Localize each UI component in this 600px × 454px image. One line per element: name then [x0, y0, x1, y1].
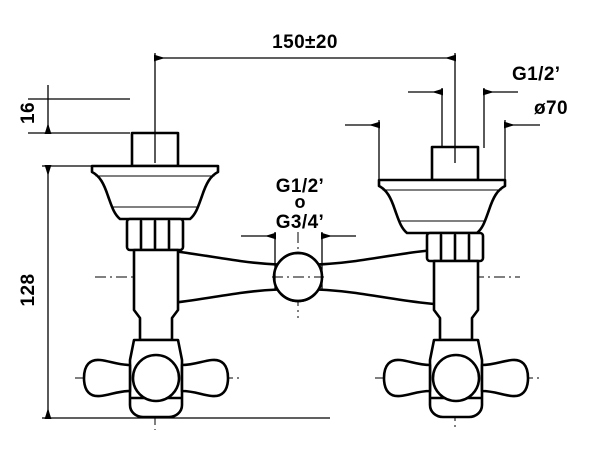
- callout-flange-diameter: ø70: [345, 98, 568, 181]
- center-distance-label: 150±20: [272, 32, 338, 53]
- callout-inlet-thread: G1/2’: [408, 64, 560, 148]
- dimension-spud-height: 16: [18, 85, 130, 134]
- inlet-thread-label: G1/2’: [512, 64, 560, 85]
- left-handle-arm-left: [82, 358, 132, 398]
- left-assembly: [82, 131, 230, 419]
- right-assembly: [377, 145, 530, 419]
- left-handle-arm-right: [180, 358, 230, 398]
- left-escutcheon: [90, 164, 220, 221]
- outlet-thread-arc-top: [279, 251, 317, 262]
- center-outlet: [272, 251, 324, 303]
- dimension-center-distance: 150±20: [154, 32, 456, 163]
- outlet-thread-primary-label: G1/2’: [276, 176, 324, 197]
- dimension-overall-height: 128: [18, 165, 330, 419]
- right-handle-arm-left: [382, 358, 432, 398]
- outlet-thread-secondary-label: G3/4’: [276, 212, 324, 233]
- right-handle-boss: [431, 353, 481, 403]
- callout-outlet-thread: G1/2’ o G3/4’: [241, 176, 356, 290]
- outlet-thread-or-label: o: [295, 192, 306, 212]
- right-handle-arm-right: [480, 358, 530, 398]
- right-riser: [432, 259, 480, 342]
- flange-diameter-label: ø70: [534, 98, 568, 119]
- outlet-thread-arc-bottom: [279, 292, 317, 303]
- left-riser: [132, 248, 180, 342]
- left-handle-boss: [131, 353, 181, 403]
- spud-height-label: 16: [18, 102, 39, 124]
- overall-height-label: 128: [18, 274, 39, 307]
